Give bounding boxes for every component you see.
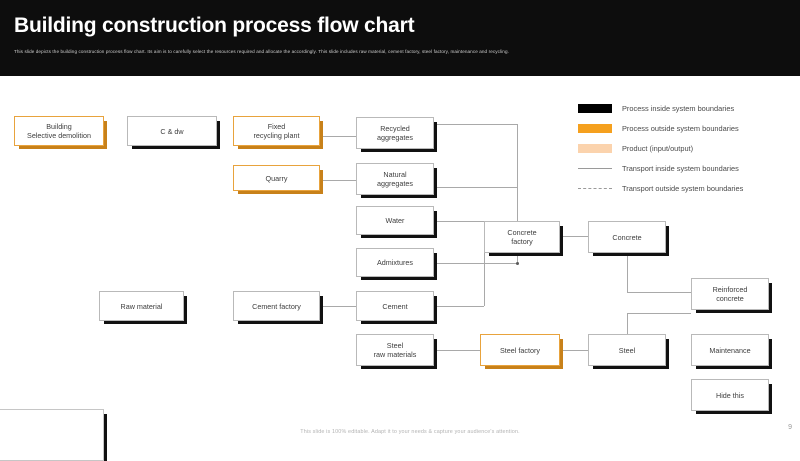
- node-label: Cement factory: [252, 301, 301, 311]
- node-label: Steel factory: [500, 345, 540, 355]
- connector-steel-to-reinforced: [627, 313, 691, 314]
- connector-cementfactory-to-cement: [320, 306, 357, 307]
- node-quarry[interactable]: Quarry: [233, 165, 320, 191]
- node-label: Concrete: [612, 232, 642, 242]
- legend-item-transport-inside: Transport inside system boundaries: [578, 158, 793, 178]
- connector-water-right: [434, 221, 484, 222]
- legend-label: Product (input/output): [622, 143, 694, 153]
- node-label: Water: [385, 216, 405, 225]
- node-label: Raw material: [120, 301, 163, 311]
- node-water[interactable]: Water: [356, 206, 434, 235]
- legend-label: Process outside system boundaries: [622, 123, 739, 133]
- legend-label: Process inside system boundaries: [622, 103, 735, 113]
- node-steel-factory[interactable]: Steel factory: [480, 334, 560, 366]
- node-offscreen-bottom-left[interactable]: [0, 409, 104, 461]
- slide-header: Building construction process flow chart…: [0, 0, 800, 76]
- node-hide-this[interactable]: Hide this: [691, 379, 769, 411]
- dashed-line-swatch-icon: [578, 184, 612, 193]
- connector-steel-up: [627, 313, 628, 337]
- node-label: Maintenance: [709, 345, 751, 355]
- connector-recycled-down: [517, 124, 518, 225]
- legend-item-process-inside: Process inside system boundaries: [578, 98, 793, 118]
- legend-item-process-outside: Process outside system boundaries: [578, 118, 793, 138]
- connector-natural-right: [434, 187, 517, 188]
- node-raw-material[interactable]: Raw material: [99, 291, 184, 321]
- node-steel[interactable]: Steel: [588, 334, 666, 366]
- node-label: Cement: [382, 301, 408, 311]
- legend-item-product: Product (input/output): [578, 138, 793, 158]
- page-subtitle: This slide depicts the building construc…: [14, 49, 509, 54]
- connector-steelraw-to-steelfactory: [434, 350, 480, 351]
- page-title: Building construction process flow chart: [14, 14, 415, 37]
- connector-concrete-down: [627, 256, 628, 292]
- legend: Process inside system boundaries Process…: [578, 98, 793, 198]
- node-maintenance[interactable]: Maintenance: [691, 334, 769, 366]
- node-label: C & dw: [160, 126, 184, 136]
- solid-line-swatch-icon: [578, 164, 612, 173]
- peach-swatch-icon: [578, 143, 612, 153]
- black-swatch-icon: [578, 103, 612, 113]
- legend-label: Transport outside system boundaries: [622, 183, 744, 193]
- legend-label: Transport inside system boundaries: [622, 163, 739, 173]
- node-label: Admixtures: [377, 258, 413, 267]
- connector-admixtures-right: [434, 263, 517, 264]
- node-label: Steel: [618, 345, 636, 355]
- connector-cement-right: [434, 306, 484, 307]
- connector-steelfactory-to-steel: [560, 350, 588, 351]
- connector-quarry-to-natural: [320, 180, 357, 181]
- node-label: Quarry: [265, 173, 288, 183]
- connector-recycled-right: [434, 124, 517, 125]
- node-label: Hide this: [716, 390, 744, 400]
- connector-admixtures-up: [517, 255, 518, 264]
- node-cement-factory[interactable]: Cement factory: [233, 291, 320, 321]
- orange-swatch-icon: [578, 123, 612, 133]
- connector-recycling-to-recycled: [320, 136, 357, 137]
- legend-item-transport-outside: Transport outside system boundaries: [578, 178, 793, 198]
- connector-concretefactory-to-concrete: [560, 236, 588, 237]
- connector-concrete-to-reinforced: [627, 292, 691, 293]
- connector-cement-up: [484, 250, 485, 306]
- page-number: 9: [788, 424, 792, 431]
- node-cement[interactable]: Cement: [356, 291, 434, 321]
- node-admixtures[interactable]: Admixtures: [356, 248, 434, 277]
- connector-dot: [516, 262, 519, 265]
- node-c-and-dw[interactable]: C & dw: [127, 116, 217, 146]
- footer-note: This slide is 100% editable. Adapt it to…: [300, 429, 520, 435]
- node-concrete[interactable]: Concrete: [588, 221, 666, 253]
